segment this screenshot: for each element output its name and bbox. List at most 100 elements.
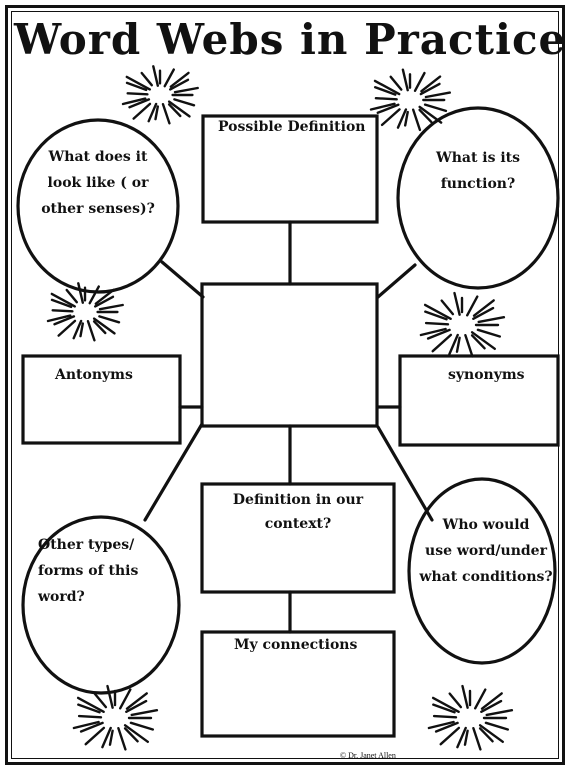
starburst-ray — [126, 92, 149, 96]
starburst-ray — [77, 703, 101, 714]
label-look-like: What does it look like ( or other senses… — [41, 149, 155, 217]
starburst-ray — [423, 103, 448, 113]
oval-look-like — [16, 118, 180, 294]
starburst-ray — [93, 295, 115, 308]
starburst-ray — [65, 288, 79, 304]
label-synonyms: synonyms — [448, 367, 525, 383]
starburst-ray — [380, 108, 401, 127]
starburst-ray — [152, 65, 160, 87]
starburst-ray — [173, 98, 196, 107]
starburst-ray — [477, 316, 506, 324]
starburst-ray — [130, 709, 159, 717]
box-antonyms — [21, 354, 182, 445]
starburst-ray — [448, 692, 463, 709]
starburst-ray — [419, 82, 441, 96]
starburst-ray — [389, 75, 403, 91]
starburst-ray — [480, 699, 503, 713]
connector-lower-right — [376, 425, 434, 522]
starburst-ray — [464, 334, 474, 358]
starburst-ray — [72, 319, 83, 340]
starburst-ray — [434, 721, 459, 733]
starburst-ray — [432, 714, 458, 719]
starburst-ray — [472, 299, 495, 317]
oval-other-types — [21, 515, 181, 695]
starburst-ray — [439, 726, 461, 746]
starburst-ray — [173, 86, 199, 94]
starburst-ray — [466, 295, 479, 317]
starburst-ray — [77, 282, 85, 304]
starburst-ray — [431, 333, 453, 353]
starburst-ray — [168, 78, 190, 91]
box-definition-context — [200, 482, 396, 594]
starburst-ray — [480, 692, 503, 710]
starburst-ray — [98, 315, 121, 324]
connector-upper-right — [376, 263, 417, 299]
starburst-ray — [125, 692, 148, 710]
starburst-ray — [474, 688, 487, 710]
starburst-ray — [147, 102, 158, 123]
starburst-ray — [77, 714, 103, 719]
starburst-ray — [88, 285, 101, 305]
starburst-ray — [92, 320, 107, 335]
starburst-ray — [79, 322, 85, 338]
starburst-ray — [132, 102, 152, 120]
box-center-word — [200, 282, 379, 428]
starburst-ray — [79, 721, 104, 733]
starburst-bottom-left — [72, 684, 159, 751]
starburst-ray — [472, 727, 482, 751]
starburst-ray — [84, 726, 106, 746]
starburst-ray — [470, 331, 496, 350]
starburst-ray — [57, 319, 77, 337]
starburst-ray — [50, 292, 77, 308]
starburst-ray — [426, 328, 451, 340]
label-other-types: Other types/ forms of this word? — [38, 537, 139, 605]
label-function: What is its function? — [435, 150, 521, 192]
starburst-ray — [424, 310, 448, 321]
starburst-ray — [50, 298, 73, 309]
starburst-ray — [472, 306, 495, 320]
starburst-ray — [484, 721, 509, 731]
starburst-ray — [404, 110, 409, 127]
starburst-ray — [420, 75, 442, 93]
label-antonyms: Antonyms — [55, 367, 133, 383]
starburst-ray — [476, 328, 501, 338]
outer-frame — [5, 5, 565, 765]
starburst-ray — [418, 108, 433, 124]
starburst-ray — [376, 103, 400, 115]
copyright-credit: © Dr. Janet Allen — [340, 751, 396, 760]
starburst-ray — [456, 726, 467, 749]
starburst-ray — [478, 727, 494, 743]
starburst-ray — [431, 696, 460, 713]
starburst-ray — [128, 98, 151, 109]
starburst-ray — [93, 692, 108, 709]
starburst-bottom-right — [427, 684, 514, 751]
box-possible-definition — [201, 114, 379, 224]
starburst-ray — [369, 102, 396, 111]
label-possible-definition: Possible Definition — [218, 119, 366, 135]
starburst-ray — [419, 327, 447, 337]
starburst-ray — [413, 71, 426, 93]
starburst-ray — [161, 102, 171, 125]
starburst-ray — [118, 688, 132, 710]
starburst-ray — [424, 91, 451, 99]
starburst-ray — [117, 727, 127, 751]
box-synonyms — [398, 354, 560, 447]
starburst-ray — [440, 299, 455, 316]
starburst-ray — [129, 721, 155, 731]
starburst-ray — [76, 696, 105, 713]
starburst-ray — [123, 727, 139, 743]
starburst-ray — [51, 309, 74, 313]
starburst-ray — [424, 321, 450, 326]
starburst-ray — [461, 684, 469, 709]
starburst-ray — [140, 71, 154, 87]
page-title: Word Webs in Practice — [14, 15, 567, 64]
label-definition-context: Definition in our context? — [232, 492, 364, 532]
starburst-ray — [485, 709, 514, 717]
starburst-ray — [121, 97, 147, 106]
starburst-ray — [101, 726, 112, 749]
starburst-ray — [448, 333, 459, 356]
starburst-ray — [169, 71, 190, 88]
starburst-ray — [412, 108, 422, 132]
